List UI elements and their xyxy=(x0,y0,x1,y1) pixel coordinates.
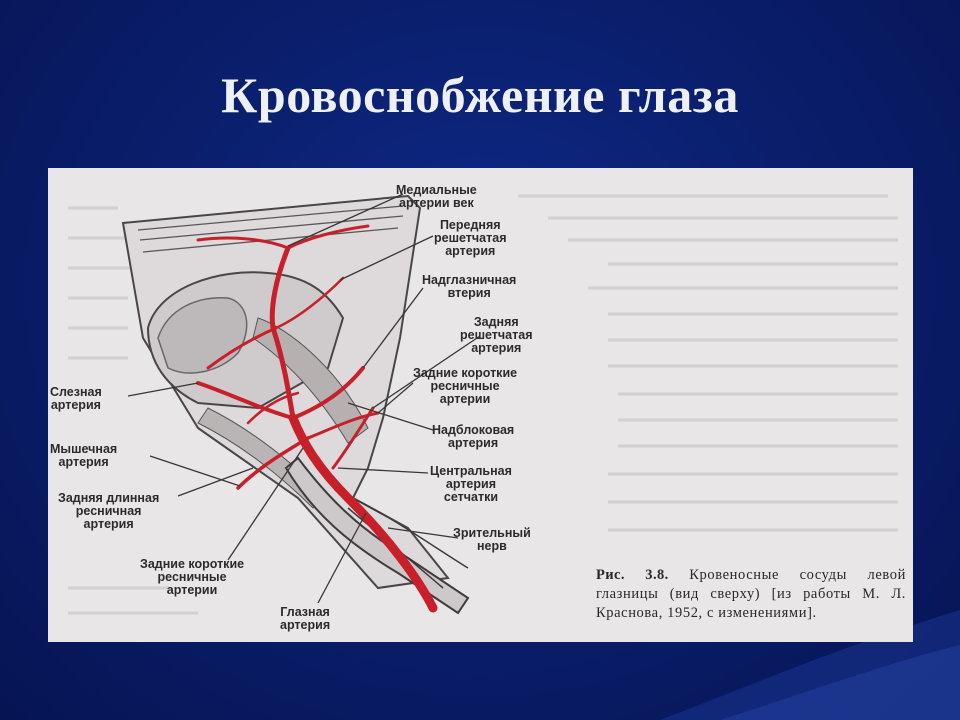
slide-title: Кровоснобжение глаза xyxy=(221,67,739,123)
figure-caption: Рис. 3.8. Кровеносные сосуды левой глазн… xyxy=(596,566,906,623)
orbit-vessels-drawing xyxy=(68,193,898,615)
caption-prefix: Рис. 3.8. xyxy=(596,567,669,583)
caption-text: Кровеносные сосуды левой глазницы (вид с… xyxy=(596,567,906,621)
